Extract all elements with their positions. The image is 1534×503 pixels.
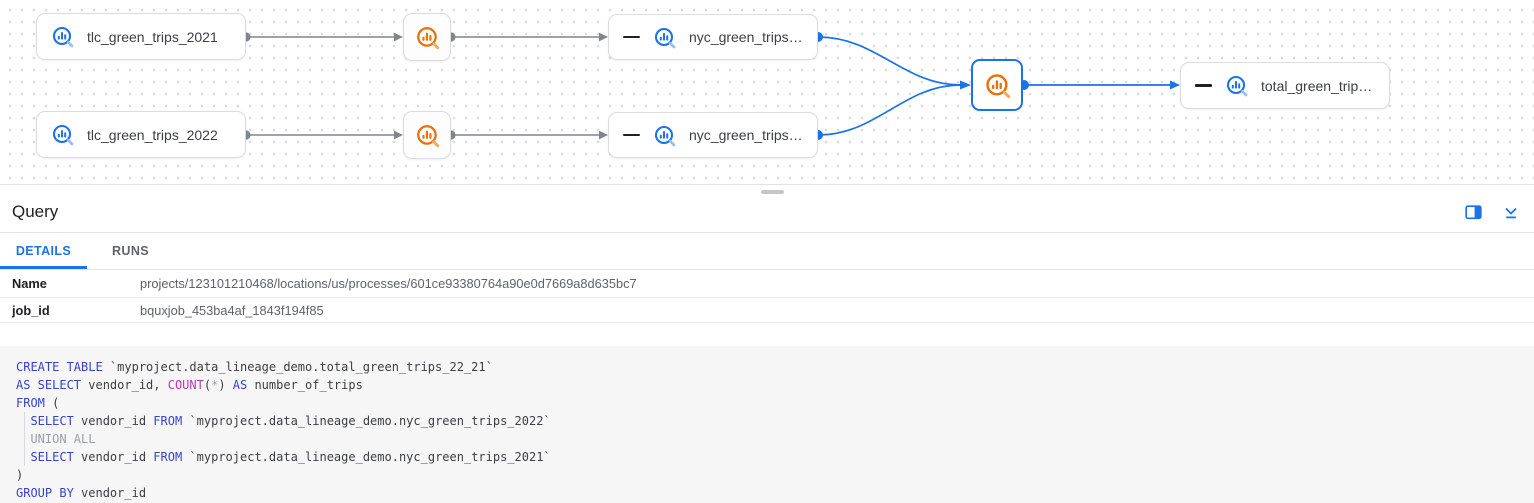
node-tlc-green-trips-2022[interactable]: tlc_green_trips_2022 — [36, 111, 246, 158]
edge-line-selected — [817, 36, 962, 86]
edge-arrowhead — [394, 130, 403, 140]
edge-arrowhead — [394, 32, 403, 42]
field-label: job_id — [12, 302, 50, 318]
panel-title: Query — [12, 202, 59, 221]
search-chart-icon — [656, 126, 674, 145]
search-chart-icon — [54, 28, 72, 46]
field-row-job-id: job_id bquxjob_453ba4af_1843f194f85 — [0, 298, 1534, 323]
node-total-green-trips[interactable]: total_green_trip… — [1180, 62, 1390, 109]
search-chart-icon — [54, 126, 72, 144]
side-panel-icon[interactable] — [1464, 203, 1482, 221]
panel-resize-handle[interactable] — [761, 190, 784, 194]
minus-icon[interactable] — [1195, 84, 1212, 87]
search-chart-icon — [1228, 77, 1246, 95]
query-process-icon — [987, 75, 1009, 97]
panel-tabs: DETAILS RUNS — [0, 233, 1534, 270]
edge-line-selected — [817, 84, 962, 136]
indent-guide — [24, 412, 25, 466]
node-nyc-green-trips-2022[interactable]: nyc_green_trips… — [608, 112, 818, 158]
query-details-panel: Query DETAILS RUNS — [0, 186, 1534, 503]
query-process-icon — [417, 125, 438, 146]
search-chart-icon — [656, 28, 674, 47]
edge-arrowhead-selected — [1170, 80, 1180, 90]
node-query-process-selected[interactable] — [971, 59, 1023, 111]
field-row-name: Name projects/123101210468/locations/us/… — [0, 270, 1534, 298]
node-nyc-green-trips-2021[interactable]: nyc_green_trips… — [608, 14, 818, 60]
lineage-canvas[interactable]: tlc_green_trips_2021 tlc_green_trips_202… — [0, 0, 1534, 185]
node-label: nyc_green_trips… — [689, 127, 803, 143]
edge-arrowhead — [599, 32, 608, 42]
tab-details[interactable]: DETAILS — [0, 233, 87, 269]
panel-header-actions — [1464, 203, 1524, 221]
node-label: nyc_green_trips… — [689, 29, 803, 45]
minus-icon[interactable] — [623, 35, 640, 39]
sql-code-block: CREATE TABLE `myproject.data_lineage_dem… — [0, 346, 1534, 503]
panel-header: Query — [0, 186, 1534, 233]
field-value: bquxjob_453ba4af_1843f194f85 — [140, 302, 324, 318]
collapse-panel-icon[interactable] — [1502, 203, 1520, 221]
tab-runs[interactable]: RUNS — [87, 233, 174, 269]
query-process-icon — [417, 27, 438, 48]
edge-arrowhead-selected — [960, 80, 971, 90]
field-value: projects/123101210468/locations/us/proce… — [140, 276, 637, 291]
node-process-2021[interactable] — [403, 13, 451, 61]
node-process-2022[interactable] — [403, 111, 451, 159]
node-label: total_green_trip… — [1261, 77, 1373, 94]
edge-arrowhead — [599, 130, 608, 140]
node-label: tlc_green_trips_2021 — [87, 28, 218, 45]
field-label: Name — [12, 276, 47, 291]
node-label: tlc_green_trips_2022 — [87, 126, 218, 143]
node-tlc-green-trips-2021[interactable]: tlc_green_trips_2021 — [36, 13, 246, 60]
minus-icon[interactable] — [623, 133, 640, 137]
sql-code: CREATE TABLE `myproject.data_lineage_dem… — [16, 360, 551, 500]
